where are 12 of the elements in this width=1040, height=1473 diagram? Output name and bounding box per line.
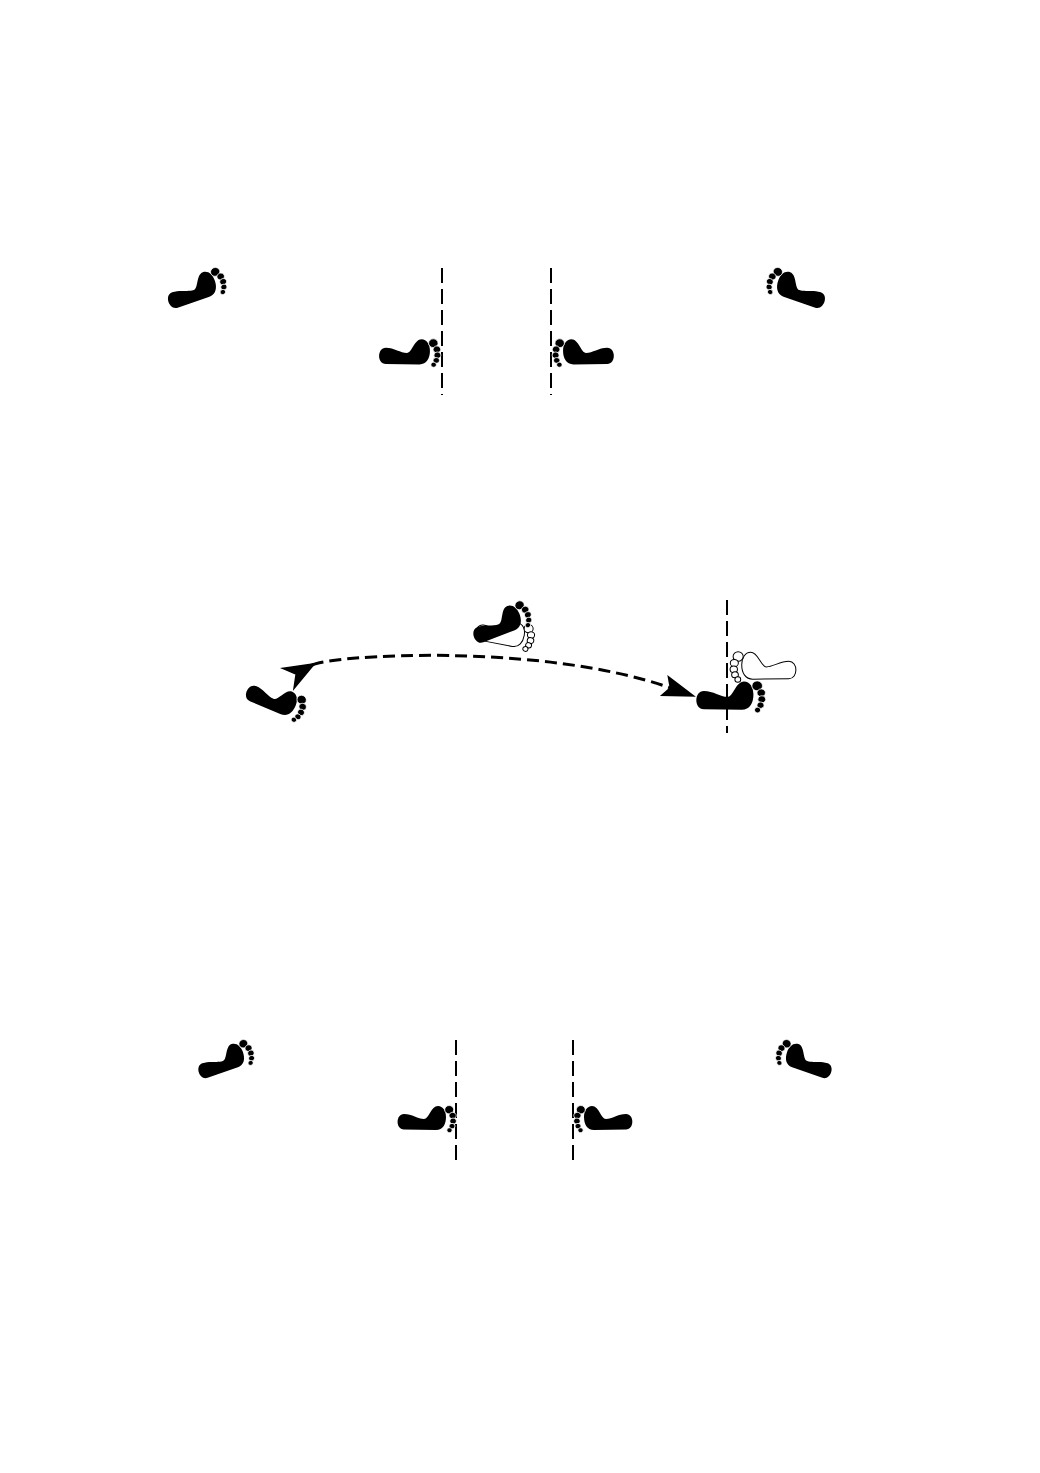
footprint [573, 1105, 633, 1133]
footprint [245, 685, 307, 723]
footprint [168, 267, 228, 309]
footprint [379, 338, 442, 368]
footprint [775, 1039, 832, 1079]
footprint [551, 338, 614, 368]
footprint [397, 1105, 457, 1133]
footprint-outline [729, 651, 797, 683]
footprint [473, 600, 533, 643]
footprint [696, 680, 767, 714]
footprint [198, 1039, 255, 1079]
footprint [765, 267, 825, 309]
